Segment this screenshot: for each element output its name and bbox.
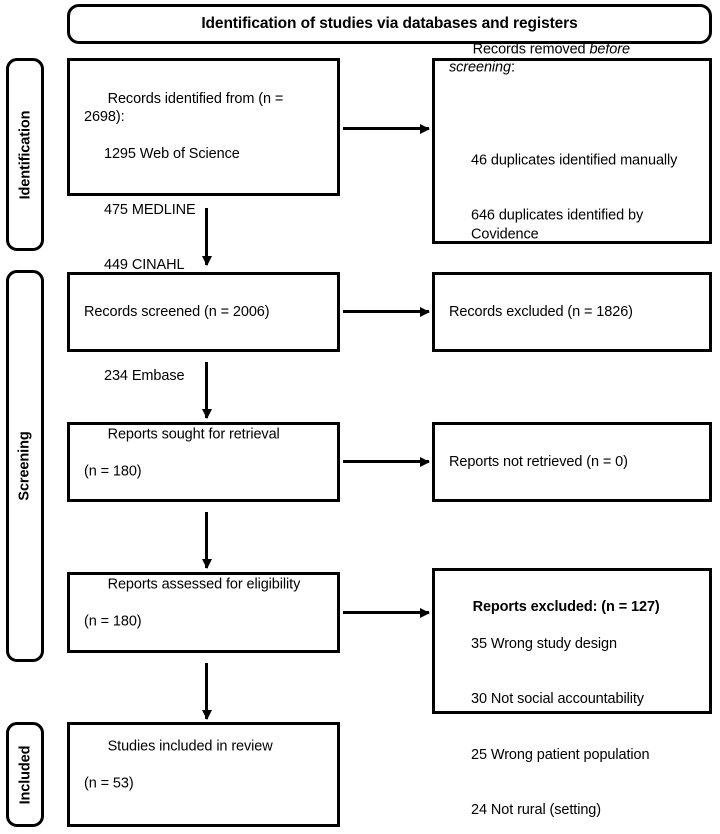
box-reports-excluded: Reports excluded: (n = 127) 35 Wrong stu… [432, 568, 712, 818]
box-records-removed-text: Records removed before screening: 46 dup… [449, 22, 699, 281]
stage-label-screening-text: Screening [17, 431, 33, 501]
reports-assessed-line2: (n = 180) [84, 613, 142, 630]
arrow-sought-to-assessed [205, 512, 208, 568]
arrow-identified-to-removed [343, 127, 429, 130]
arrow-sought-to-not-retrieved [343, 460, 429, 463]
box-reports-excluded-text: Reports excluded: (n = 127) 35 Wrong stu… [449, 579, 699, 834]
box-records-screened-text: Records screened (n = 2006) [84, 303, 270, 320]
box-records-excluded: Records excluded (n = 1826) [432, 272, 712, 352]
box-records-screened: Records screened (n = 2006) [67, 272, 340, 352]
page-title: Identification of studies via databases … [201, 15, 578, 32]
removed-reason-1: 646 duplicates identified by Covidence [471, 207, 648, 243]
excluded-reason-2: 25 Wrong patient population [471, 746, 650, 763]
reports-sought-line1: Reports sought for retrieval [107, 426, 280, 442]
arrow-screened-to-excluded [343, 310, 429, 313]
reports-sought-line2: (n = 180) [84, 463, 142, 479]
box-studies-included-text: Studies included in review (n = 53) [84, 719, 327, 830]
box-reports-not-retrieved: Reports not retrieved (n = 0) [432, 422, 712, 502]
stage-label-screening: Screening [6, 270, 44, 662]
records-identified-heading: Records identified from (n = 2698): [84, 90, 288, 126]
excluded-reason-3: 24 Not rural (setting) [471, 802, 601, 818]
stage-label-identification: Identification [6, 58, 44, 251]
box-records-removed: Records removed before screening: 46 dup… [432, 41, 712, 244]
stage-label-included: Included [6, 722, 44, 827]
arrow-identified-to-screened [205, 208, 208, 265]
removed-reason-0: 46 duplicates identified manually [471, 152, 678, 168]
box-reports-sought-text: Reports sought for retrieval (n = 180) [84, 407, 327, 518]
studies-included-line1: Studies included in review [107, 738, 273, 755]
box-studies-included: Studies included in review (n = 53) [67, 722, 340, 827]
stage-label-identification-text: Identification [17, 110, 34, 199]
source-line-4: 234 Embase [104, 368, 185, 384]
arrow-assessed-to-excluded [343, 611, 429, 614]
arrow-screened-to-sought [205, 362, 208, 418]
source-line-0: 1295 Web of Science [104, 146, 240, 162]
records-removed-heading: Records removed before screening: [449, 41, 634, 76]
box-reports-assessed: Reports assessed for eligibility (n = 18… [67, 572, 340, 653]
diagram-header-bar: Identification of studies via databases … [67, 4, 712, 44]
source-line-1: 475 MEDLINE [104, 201, 196, 218]
reports-excluded-heading: Reports excluded: (n = 127) [472, 598, 660, 615]
excluded-reason-1: 30 Not social accountability [471, 691, 644, 707]
spacer-line [449, 96, 699, 115]
box-reports-assessed-text: Reports assessed for eligibility (n = 18… [84, 557, 327, 668]
box-reports-not-retrieved-text: Reports not retrieved (n = 0) [449, 453, 628, 470]
stage-label-included-text: Included [17, 745, 34, 804]
box-records-identified: Records identified from (n = 2698): 1295… [67, 58, 340, 384]
reports-assessed-line1: Reports assessed for eligibility [107, 576, 301, 593]
arrow-assessed-to-included [205, 663, 208, 719]
excluded-reason-0: 35 Wrong study design [471, 635, 617, 652]
box-records-excluded-text: Records excluded (n = 1826) [449, 303, 633, 320]
box-reports-sought: Reports sought for retrieval (n = 180) [67, 422, 340, 502]
source-line-2: 449 CINAHL [104, 257, 185, 273]
studies-included-line2: (n = 53) [84, 775, 134, 792]
